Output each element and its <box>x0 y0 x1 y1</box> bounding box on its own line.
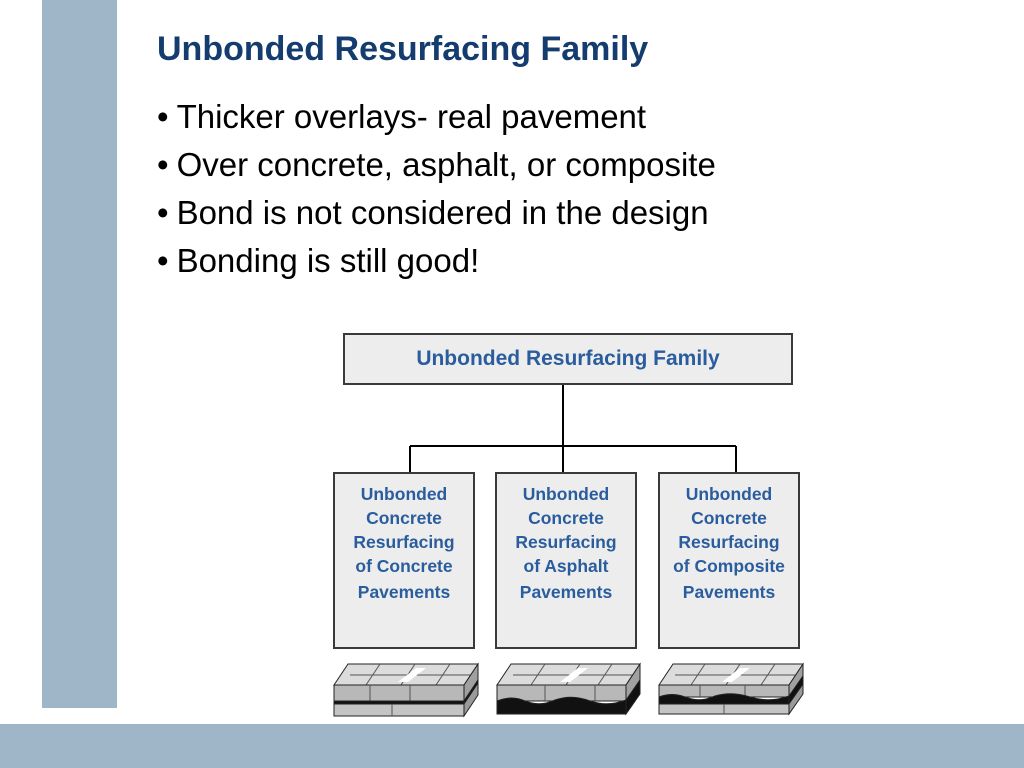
connector-lines <box>409 385 737 472</box>
bullet-item: Bond is not considered in the design <box>157 189 716 237</box>
bullet-item: Bonding is still good! <box>157 237 716 285</box>
diagram-child-node: Unbonded Concrete Resurfacing of Concret… <box>333 472 475 649</box>
child-node-label: Unbonded Concrete Resurfacing of Asphalt <box>515 484 617 576</box>
child-node-label: Unbonded Concrete Resurfacing of Composi… <box>673 484 785 576</box>
bullet-list: Thicker overlays- real pavement Over con… <box>157 93 716 285</box>
concrete-over-composite-pavement-icon <box>658 662 804 716</box>
bullet-item: Thicker overlays- real pavement <box>157 93 716 141</box>
child-node-label-last: Pavements <box>519 582 613 602</box>
diagram-root-node: Unbonded Resurfacing Family <box>343 333 793 385</box>
child-node-label-last: Pavements <box>357 582 451 602</box>
left-decorative-bar <box>42 0 117 708</box>
slide-title: Unbonded Resurfacing Family <box>157 30 649 68</box>
child-node-label-last: Pavements <box>682 582 776 602</box>
concrete-over-asphalt-pavement-icon <box>496 662 641 716</box>
bottom-decorative-bar <box>0 724 1024 768</box>
bullet-item: Over concrete, asphalt, or composite <box>157 141 716 189</box>
diagram-child-node: Unbonded Concrete Resurfacing of Asphalt… <box>495 472 637 649</box>
child-node-label: Unbonded Concrete Resurfacing of Concret… <box>353 484 455 576</box>
concrete-over-concrete-pavement-icon <box>333 662 479 718</box>
diagram-child-node: Unbonded Concrete Resurfacing of Composi… <box>658 472 800 649</box>
